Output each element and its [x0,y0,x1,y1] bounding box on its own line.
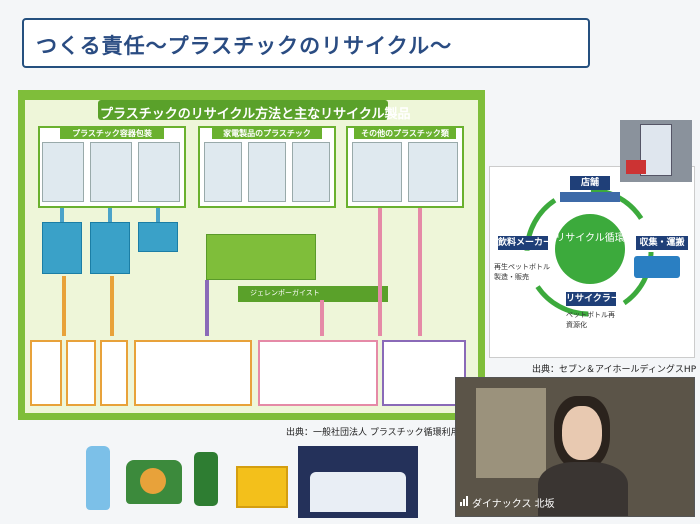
output-box [382,340,466,406]
sweater-pattern-icon [140,468,166,494]
participant-video-tile[interactable] [455,377,695,517]
category-label-packaging: プラスチック容器包装 [60,128,164,139]
flow-arrow [378,208,382,336]
flow-arrow [418,208,422,336]
flow-arrow [205,280,209,336]
product-image [248,142,286,202]
cycle-node-store: 店舗 [570,176,610,190]
flow-banner-label: ジェレンポーガイスト [250,289,320,297]
signal-bars-icon [460,496,469,506]
bottle-icon [86,446,110,510]
product-image [90,142,132,202]
product-image [352,142,402,202]
source-note-right: 出典：セブン＆アイホールディングスHP [532,365,697,375]
flow-banner [238,286,388,302]
process-box [42,222,82,274]
product-image [138,142,180,202]
podium-icon [310,472,406,512]
slide-title: つくる責任〜プラスチックのリサイクル〜 [36,34,453,58]
cycle-node-beverage-maker: 飲料メーカー [498,236,553,250]
output-box [66,340,96,406]
cycle-node-beverage-maker-sub: 再生ペットボトル製造・販売 [494,263,550,281]
output-box [100,340,128,406]
output-box [258,340,378,406]
product-image [408,142,458,202]
container-icon [194,452,218,506]
product-image [42,142,84,202]
slide-title-box [22,18,590,68]
source-note-left: 出典：一般社団法人 プラスチック循環利用協会 [286,428,478,438]
background-window [476,388,546,478]
flow-arrow [62,276,66,336]
flow-arrow [110,276,114,336]
category-label-appliance: 家電製品のプラスチック [212,128,322,139]
infographic-heading-bg [98,100,388,120]
process-box [138,222,178,252]
cycle-node-recycler-sub: ペットボトル再資源化 [566,311,615,329]
participant-body [538,462,628,516]
cycle-node-collection: 収集・運搬 [636,236,688,250]
infographic-heading: プラスチックのリサイクル方法と主なリサイクル製品 [100,107,411,122]
flow-arrow [156,208,160,222]
category-label-other: その他のプラスチック類 [354,128,456,139]
truck-icon [634,256,680,278]
cycle-node-recycler: リサイクラー [566,292,620,306]
product-image [292,142,330,202]
output-box [30,340,62,406]
flow-arrow [320,300,324,336]
flow-arrow [108,208,112,222]
output-box [134,340,252,406]
decoration [626,160,646,174]
facility-box [206,234,316,280]
flow-arrow [60,208,64,222]
process-box [90,222,130,274]
store-icon [560,192,620,202]
crate-icon [236,466,288,508]
participant-face [562,406,602,460]
participant-name: ダイナックス 北坂 [472,499,555,510]
cycle-center: リサイクル循環 [555,214,625,284]
cycle-arrows [524,187,654,317]
product-image [204,142,242,202]
